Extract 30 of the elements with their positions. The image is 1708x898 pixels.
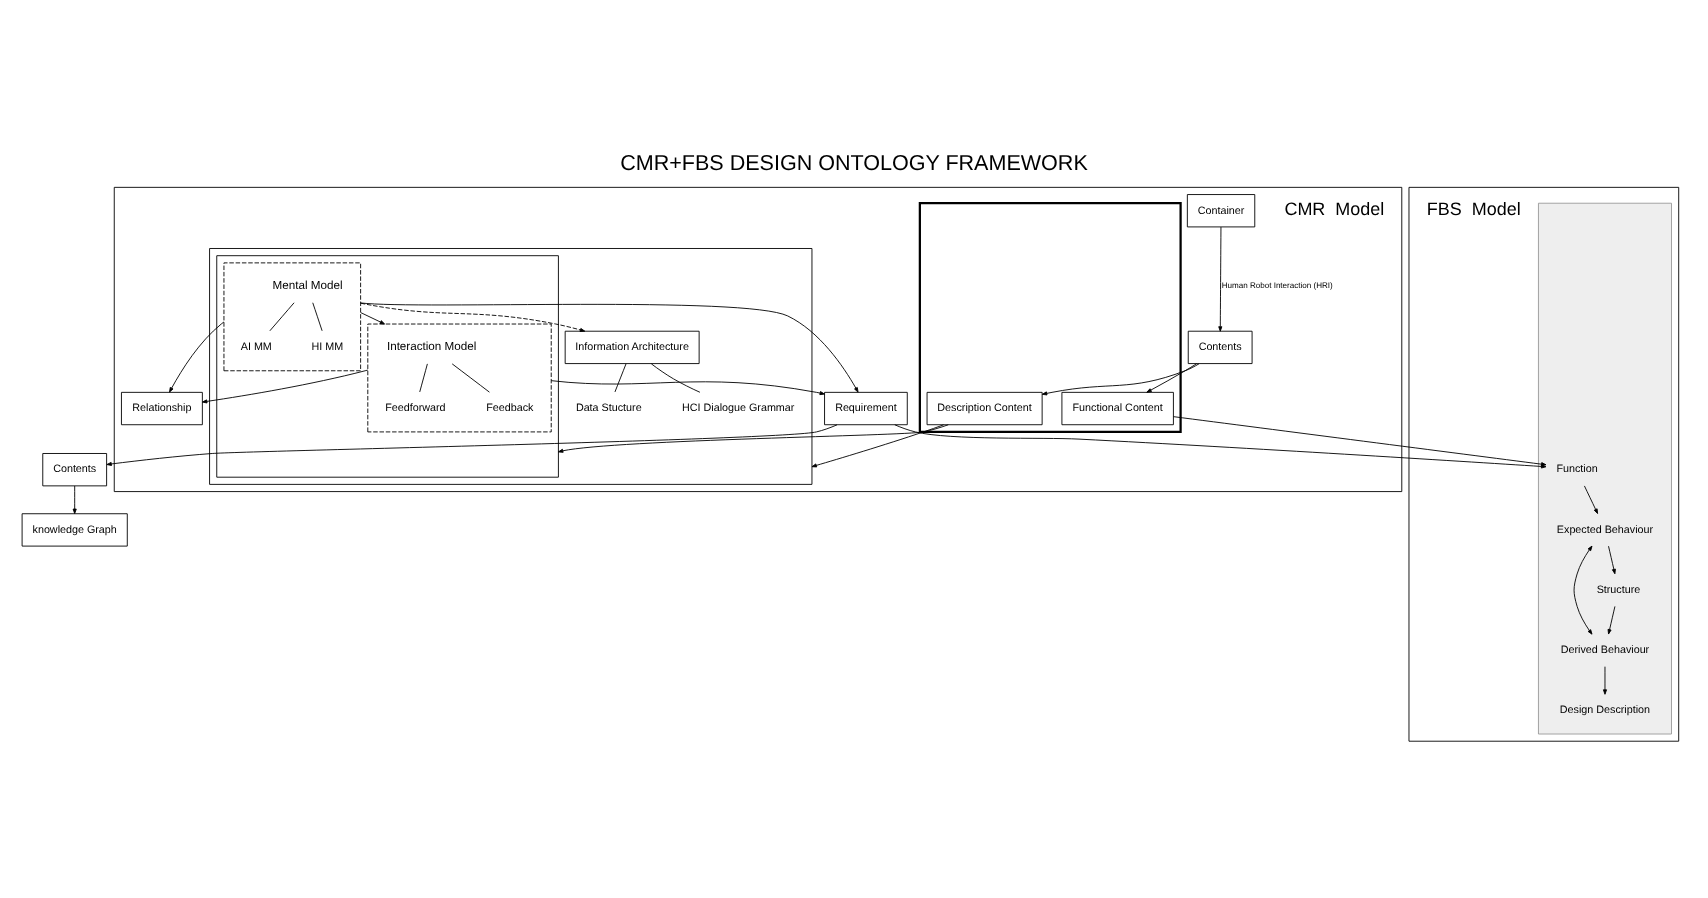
arrow (1218, 226, 1223, 332)
arrow (550, 380, 825, 396)
arrow (201, 369, 369, 404)
cluster (209, 248, 813, 485)
cluster (918, 202, 1182, 434)
arrow (1608, 545, 1616, 575)
arrow (811, 424, 945, 468)
arrow (894, 424, 1547, 469)
cluster (216, 255, 559, 478)
connector (451, 363, 490, 393)
arrow (1584, 485, 1599, 515)
arrow (72, 485, 77, 515)
arrow (360, 312, 386, 325)
connector (312, 302, 323, 332)
arrow (1173, 416, 1547, 467)
arrow (360, 302, 586, 332)
arrow (1607, 605, 1616, 635)
arrow (360, 302, 859, 393)
connector (269, 302, 295, 332)
arrow (106, 424, 838, 466)
connector (419, 363, 428, 393)
arrow (1573, 545, 1593, 635)
connector (650, 363, 701, 393)
connector (614, 363, 627, 393)
arrow (557, 424, 949, 453)
arrow (1146, 363, 1197, 393)
arrow (169, 321, 225, 393)
diagram-title: CMR+FBS DESIGN ONTOLOGY FRAMEWORK (620, 152, 1088, 177)
arrow (1041, 363, 1200, 396)
arrow (1602, 666, 1607, 695)
